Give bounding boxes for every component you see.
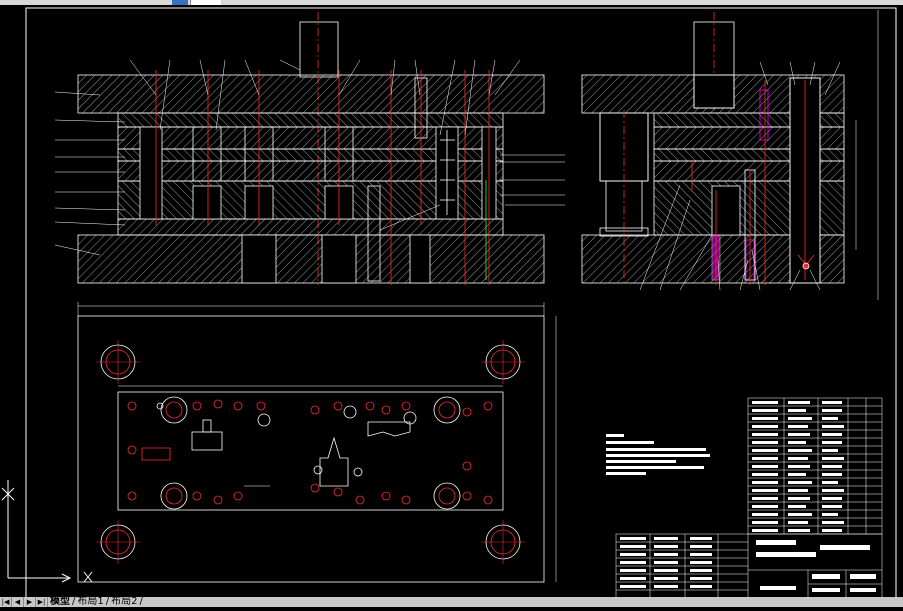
next-tab-button[interactable]: ▶: [24, 597, 36, 607]
die-assembly-side-section: [581, 10, 879, 300]
toolbar-icon[interactable]: [172, 0, 188, 5]
tab-layout1[interactable]: 布局1: [77, 596, 104, 607]
bill-of-materials: [747, 397, 883, 535]
prev-tab-button[interactable]: ◀: [12, 597, 24, 607]
lower-die-plan: [77, 302, 557, 583]
die-assembly-section: [54, 12, 565, 285]
last-tab-button[interactable]: ▶|: [36, 597, 48, 607]
tab-separator: /: [72, 596, 76, 607]
toolbar-strip: [0, 0, 903, 5]
technical-requirements: [606, 434, 710, 475]
title-block: [615, 533, 883, 599]
tab-layout2[interactable]: 布局2: [111, 596, 138, 607]
first-tab-button[interactable]: |◀: [0, 597, 12, 607]
tab-model[interactable]: 模型: [50, 596, 70, 607]
toolbar-field[interactable]: [190, 0, 221, 5]
tab-separator: /: [139, 596, 143, 607]
ucs-axis-icon: [1, 480, 93, 583]
tab-separator: /: [105, 596, 110, 607]
layout-tab-bar: |◀◀▶▶|模型/布局1/布局2/: [0, 597, 903, 607]
